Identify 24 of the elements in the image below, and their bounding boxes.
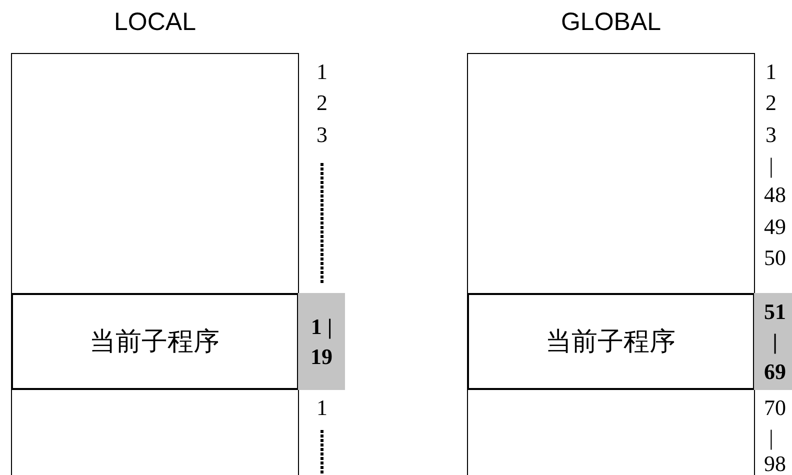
line-number: 3 [316, 122, 328, 148]
column-heading: GLOBAL [560, 7, 662, 37]
box-label: 当前子程序 [90, 326, 220, 359]
range-label: 1 | 19 [310, 312, 332, 370]
range-band [754, 293, 792, 390]
line-number: 49 [764, 214, 786, 240]
subroutine-box [466, 293, 754, 390]
range-separator: | [769, 425, 774, 451]
subroutine-box [10, 293, 298, 390]
line-number: 1 [766, 59, 776, 85]
line-number: 2 [766, 90, 776, 116]
line-number: 48 [764, 182, 786, 208]
line-number: 70 [764, 395, 786, 421]
line-number: 2 [316, 90, 328, 116]
line-number: 50 [764, 245, 786, 271]
line-number: 98 [764, 451, 786, 475]
line-number: 3 [766, 122, 776, 148]
line-number: 1 [316, 59, 328, 85]
range-separator: | [769, 153, 774, 179]
range-band [298, 293, 345, 390]
range-label: 51 | 69 [764, 298, 786, 386]
box-label: 当前子程序 [546, 326, 676, 359]
column-heading: LOCAL [113, 7, 197, 37]
line-number: 1 [316, 395, 328, 421]
